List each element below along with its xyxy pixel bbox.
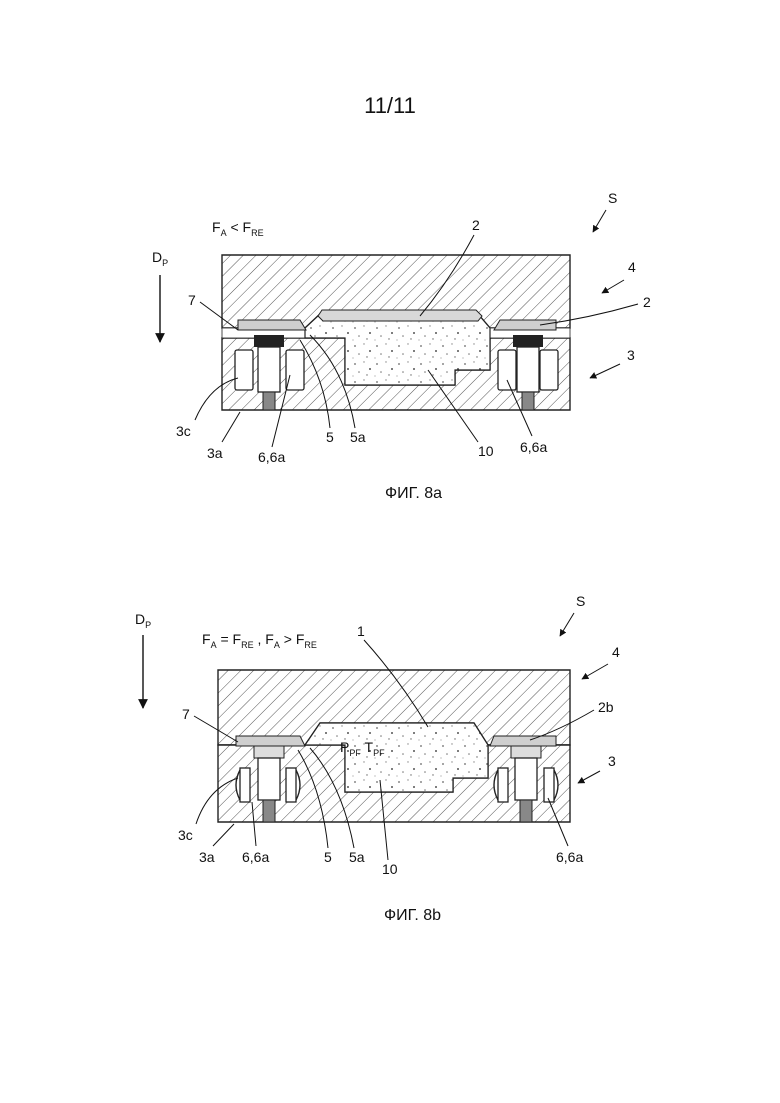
label-7: 7 (188, 292, 196, 308)
leader-s (560, 613, 574, 636)
label-s: S (608, 190, 617, 206)
direction-label: DP (152, 249, 168, 268)
leader-3a (213, 824, 234, 846)
label-5: 5 (326, 429, 334, 445)
label-6-right: 6,6a (556, 849, 583, 865)
direction-label: DP (135, 611, 151, 630)
seal-left (238, 320, 306, 330)
figure-8a: DP FA < FRE S 2 4 2 3 7 3c 3a 6,6a 5 5a … (0, 180, 780, 510)
label-6-left: 6,6a (242, 849, 269, 865)
force-relation: FA < FRE (212, 219, 264, 238)
label-1: 1 (357, 623, 365, 639)
label-6-right: 6,6a (520, 439, 547, 455)
label-2-right: 2 (643, 294, 651, 310)
figure-8b: DP FA = FRE , FA > FRE PPF TPF S 1 4 7 2… (0, 580, 780, 940)
leader-4 (602, 280, 624, 293)
leader-s (593, 210, 606, 232)
leader-3a (222, 412, 240, 442)
label-3a: 3a (207, 445, 223, 461)
label-3: 3 (627, 347, 635, 363)
skin-layer (318, 310, 482, 321)
label-6-left: 6,6a (258, 449, 285, 465)
label-10: 10 (478, 443, 494, 459)
label-5a: 5a (350, 429, 366, 445)
label-5: 5 (324, 849, 332, 865)
label-3a: 3a (199, 849, 215, 865)
label-4: 4 (628, 259, 636, 275)
caption-8b: ФИГ. 8b (384, 907, 441, 924)
seal-right (490, 736, 556, 746)
page-number: 11/11 (0, 93, 780, 119)
label-5a: 5a (349, 849, 365, 865)
seal-left (236, 736, 305, 746)
label-2b: 2b (598, 699, 614, 715)
label-3c: 3c (176, 423, 191, 439)
label-3c: 3c (178, 827, 193, 843)
force-relation: FA = FRE , FA > FRE (202, 631, 317, 650)
leader-3 (578, 771, 600, 783)
seal-right (494, 320, 556, 330)
leader-4 (582, 664, 608, 679)
leader-3 (590, 364, 620, 378)
label-4: 4 (612, 644, 620, 660)
label-3: 3 (608, 753, 616, 769)
caption-8a: ФИГ. 8a (385, 485, 442, 502)
label-10: 10 (382, 861, 398, 877)
label-2-top: 2 (472, 217, 480, 233)
label-7: 7 (182, 706, 190, 722)
label-s: S (576, 593, 585, 609)
